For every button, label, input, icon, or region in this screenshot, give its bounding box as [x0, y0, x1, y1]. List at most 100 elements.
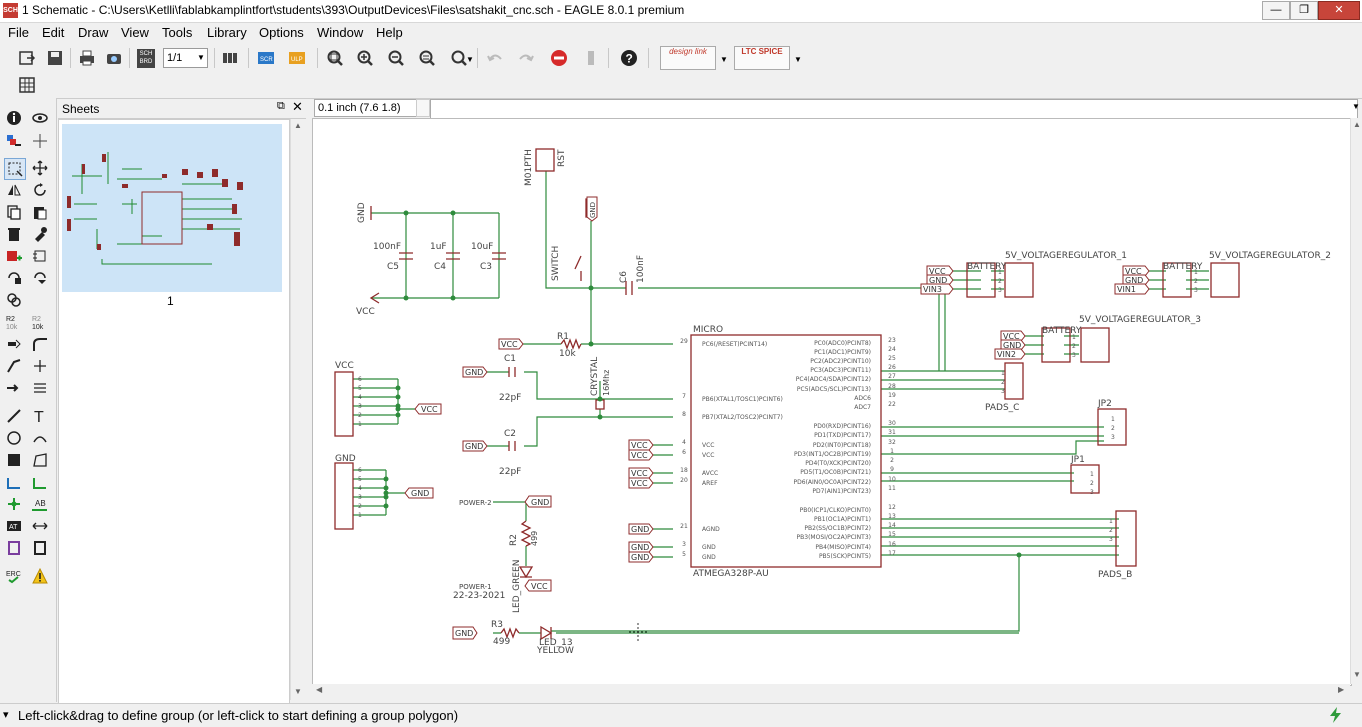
scroll-up-icon[interactable]: ▲	[1353, 120, 1361, 129]
add-icon[interactable]	[30, 224, 50, 244]
invoke-icon[interactable]	[4, 290, 24, 310]
open-icon[interactable]	[16, 47, 38, 69]
arc-icon[interactable]	[30, 428, 50, 448]
script-icon[interactable]: SCR	[256, 47, 278, 69]
cam-icon[interactable]	[103, 47, 125, 69]
sheets-scrollbar[interactable]: ▲ ▼	[290, 119, 305, 700]
add-part-icon[interactable]	[4, 246, 24, 266]
miter-icon[interactable]	[30, 334, 50, 354]
gateswap-icon[interactable]	[30, 268, 50, 288]
move-icon[interactable]	[30, 158, 50, 178]
scroll-down-icon[interactable]: ▼	[294, 687, 302, 696]
zoom-select-icon[interactable]	[416, 47, 438, 69]
menu-edit[interactable]: Edit	[42, 25, 65, 40]
optimize-icon[interactable]	[30, 356, 50, 376]
junction-icon[interactable]	[4, 494, 24, 514]
connector-pin-number: 3	[1194, 287, 1198, 294]
designlink-button[interactable]: design link	[660, 46, 716, 70]
scroll-left-icon[interactable]: ◀	[316, 685, 323, 694]
smash-icon[interactable]	[4, 334, 24, 354]
ulp-icon[interactable]: ULP	[287, 47, 309, 69]
delete-icon[interactable]	[4, 224, 24, 244]
canvas-horizontal-scrollbar[interactable]: ◀ ▶	[312, 684, 1350, 698]
scroll-down-icon[interactable]: ▼	[1353, 670, 1361, 679]
battery1-label: BATTERY	[967, 262, 1007, 272]
net-icon[interactable]	[30, 378, 50, 398]
maximize-button[interactable]: ❐	[1290, 1, 1318, 20]
go-icon[interactable]	[580, 47, 602, 69]
ltspice-button[interactable]: LTC SPICE	[734, 46, 790, 70]
rotate-icon[interactable]	[30, 180, 50, 200]
run-ulp-icon[interactable]	[219, 47, 241, 69]
zoom-out-icon[interactable]	[385, 47, 407, 69]
info-icon[interactable]	[4, 108, 24, 128]
chevron-down-icon[interactable]: ▼	[1352, 102, 1360, 111]
vr3-label: 5V_VOLTAGEREGULATOR_3	[1079, 315, 1201, 325]
polygon-icon[interactable]	[30, 450, 50, 470]
label-icon[interactable]: AB	[30, 494, 50, 514]
menu-library[interactable]: Library	[207, 25, 247, 40]
zoom-redraw-icon[interactable]	[448, 47, 470, 69]
module-icon[interactable]	[30, 538, 50, 558]
menu-view[interactable]: View	[121, 25, 149, 40]
menu-help[interactable]: Help	[376, 25, 403, 40]
sheet-thumbnail[interactable]	[62, 124, 282, 292]
scroll-up-icon[interactable]: ▲	[294, 121, 302, 130]
mirror-icon[interactable]	[4, 180, 24, 200]
c1-name: C1	[504, 354, 516, 364]
menu-file[interactable]: File	[8, 25, 29, 40]
copy-icon[interactable]	[4, 202, 24, 222]
scroll-right-icon[interactable]: ▶	[1338, 685, 1345, 694]
save-icon[interactable]	[44, 47, 66, 69]
undo-icon[interactable]	[484, 47, 506, 69]
group-icon[interactable]	[4, 158, 26, 180]
wire-icon[interactable]	[4, 472, 24, 492]
attribute-icon[interactable]: AT	[4, 516, 24, 536]
frame-icon[interactable]	[4, 538, 24, 558]
zoom-in-icon[interactable]	[354, 47, 376, 69]
help-icon[interactable]: ?	[618, 47, 640, 69]
bus-icon[interactable]	[4, 378, 24, 398]
undock-icon[interactable]: ⧉	[277, 100, 285, 112]
dimension-icon[interactable]	[30, 516, 50, 536]
schematic-text: M01PTH RST SWITCH GND GND VCC 100nF C5 1…	[335, 149, 1331, 656]
close-button[interactable]: ✕	[1318, 1, 1360, 20]
vcc-top-label: VCC	[356, 307, 375, 317]
redo-icon[interactable]	[515, 47, 537, 69]
sheet-select[interactable]: 1/1	[163, 48, 208, 68]
chip-pin-number: 2	[890, 457, 894, 464]
show-icon[interactable]	[30, 108, 50, 128]
stop-icon[interactable]	[548, 47, 570, 69]
pinswap-icon[interactable]	[30, 246, 50, 266]
line-icon[interactable]	[4, 406, 24, 426]
mark-icon[interactable]	[30, 131, 50, 151]
command-line-input[interactable]	[430, 99, 1358, 119]
menu-window[interactable]: Window	[317, 25, 364, 40]
zoom-fit-icon[interactable]	[324, 47, 346, 69]
paste-icon[interactable]	[30, 202, 50, 222]
minimize-button[interactable]: —	[1262, 1, 1290, 20]
replace-icon[interactable]	[4, 268, 24, 288]
display-layers-icon[interactable]	[4, 131, 24, 151]
menu-draw[interactable]: Draw	[78, 25, 109, 40]
circle-icon[interactable]	[4, 428, 24, 448]
command-history-button[interactable]	[416, 99, 430, 117]
bus-line-icon[interactable]	[30, 472, 50, 492]
menu-options[interactable]: Options	[259, 25, 304, 40]
warning-icon[interactable]	[30, 566, 50, 586]
text-icon[interactable]: T	[30, 406, 50, 426]
menu-tools[interactable]: Tools	[162, 25, 193, 40]
rect-icon[interactable]	[4, 450, 24, 470]
chip-pin-name: PD1(TXD)PCINT17)	[814, 432, 871, 439]
print-icon[interactable]	[76, 47, 98, 69]
close-icon[interactable]: ✕	[292, 99, 303, 114]
schematic-canvas[interactable]: M01PTH RST SWITCH GND GND VCC 100nF C5 1…	[312, 118, 1352, 686]
split-icon[interactable]	[4, 356, 24, 376]
gnd-c1-label: GND	[465, 368, 483, 377]
erc-icon[interactable]: ERC	[4, 566, 24, 586]
grid-icon[interactable]	[16, 74, 38, 96]
canvas-vertical-scrollbar[interactable]: ▲ ▼	[1350, 118, 1362, 684]
